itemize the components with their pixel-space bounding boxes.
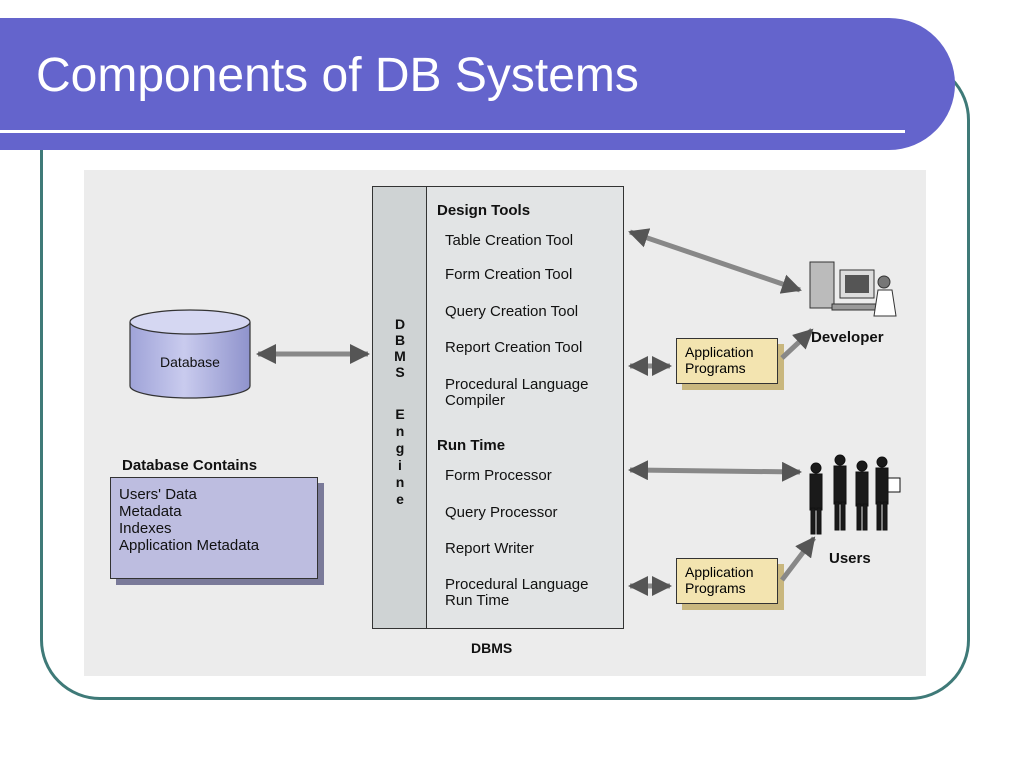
run-time-heading: Run Time (437, 437, 506, 454)
dbms-engine-letter: D (394, 316, 406, 332)
dbms-engine-letter: i (398, 457, 402, 473)
dbms-engine-letter: S (395, 364, 405, 380)
arrow-app-bottom-users (780, 536, 816, 582)
run-time-item: Form Processor (445, 467, 552, 484)
dbms-caption: DBMS (471, 640, 513, 656)
app-programs-bottom: Application Programs (676, 558, 778, 604)
dbms-engine-column (372, 186, 427, 629)
developer-workstation-icon (809, 261, 897, 317)
arrow-dbms-users (628, 460, 802, 482)
title-band (0, 18, 955, 150)
arrow-dbms-developer (628, 228, 802, 294)
title-underline (0, 130, 905, 133)
app-programs-top: Application Programs (676, 338, 778, 384)
slide-title: Components of DB Systems (36, 49, 639, 102)
contains-item: Indexes (119, 520, 172, 537)
app-programs-top-line1: Application (685, 344, 754, 360)
contains-item: Application Metadata (119, 537, 260, 554)
run-time-item: Query Processor (445, 504, 558, 521)
database-cylinder-icon (129, 309, 251, 399)
design-tool-item: Query Creation Tool (445, 303, 579, 320)
app-programs-bottom-line2: Programs (685, 580, 746, 596)
run-time-item: Report Writer (445, 540, 534, 557)
design-tool-item: Compiler (445, 392, 506, 409)
dbms-engine-letter: g (395, 440, 405, 456)
design-tool-item: Report Creation Tool (445, 339, 583, 356)
database-label: Database (160, 354, 220, 370)
developer-label: Developer (811, 329, 884, 346)
app-programs-bottom-line1: Application (685, 564, 754, 580)
dbms-engine-letter: E (395, 406, 405, 422)
dbms-main-box (427, 186, 624, 629)
dbms-engine-letter: M (394, 348, 406, 364)
dbms-engine-letter: n (395, 423, 405, 439)
app-programs-top-line2: Programs (685, 360, 746, 376)
contains-item: Metadata (119, 503, 182, 520)
design-tools-heading: Design Tools (437, 202, 531, 219)
design-tool-item: Form Creation Tool (445, 266, 573, 283)
database-contains-heading: Database Contains (122, 457, 258, 474)
dbms-engine-letter: n (395, 474, 405, 490)
database-contains-box (110, 477, 318, 579)
run-time-item: Run Time (445, 592, 510, 609)
design-tool-item: Procedural Language (445, 376, 589, 393)
design-tool-item: Table Creation Tool (445, 232, 574, 249)
users-label: Users (829, 550, 871, 567)
arrow-app-top-developer (780, 328, 814, 360)
users-people-icon (809, 454, 901, 535)
contains-item: Users' Data (119, 486, 197, 503)
dbms-engine-letter: B (394, 332, 406, 348)
run-time-item: Procedural Language (445, 576, 589, 593)
dbms-engine-letter: e (396, 491, 404, 507)
